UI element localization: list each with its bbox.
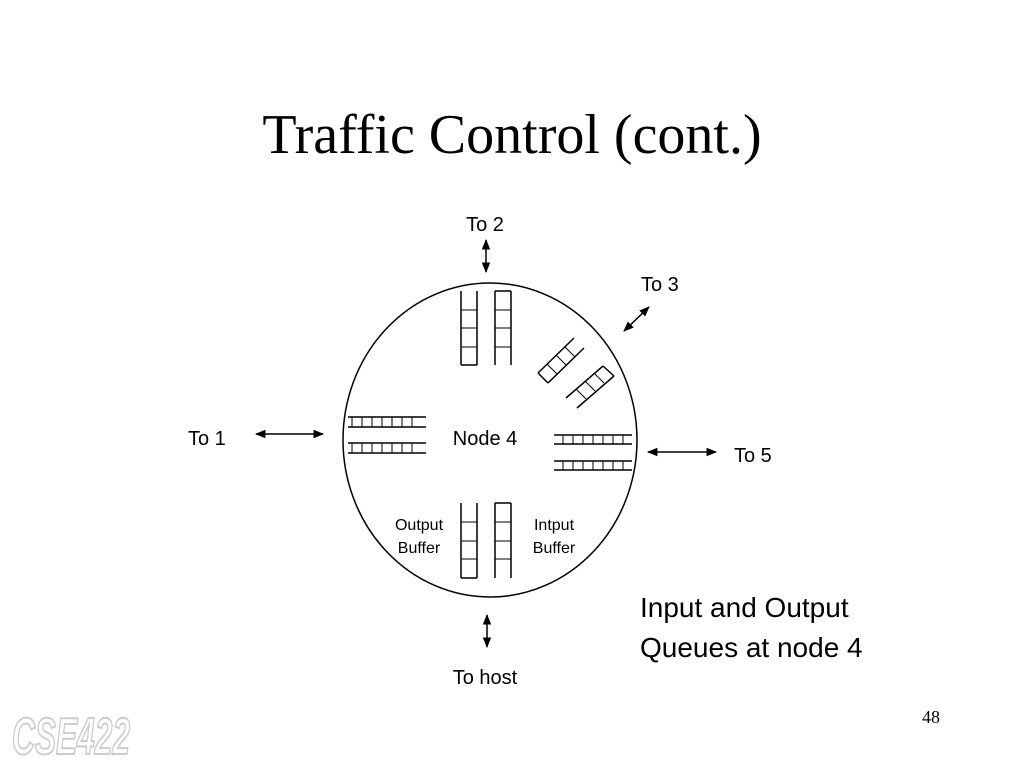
queue-left-input (348, 442, 426, 454)
queue-right-input (554, 460, 632, 471)
input-buffer-label-line1: Intput (534, 517, 575, 534)
output-buffer-label-line2: Buffer (398, 540, 441, 557)
slide-title: Traffic Control (cont.) (262, 104, 762, 166)
node-label: Node 4 (453, 428, 518, 450)
queue-bottom-input (494, 502, 512, 578)
queue-bottom-output (460, 503, 478, 579)
label-to-2: To 2 (466, 214, 504, 236)
caption-line-2: Queues at node 4 (640, 632, 863, 663)
node-circle (342, 282, 638, 598)
queue-left-output (348, 416, 426, 428)
queue-diagonal-input (565, 365, 615, 409)
course-logo-text: CSE422 (12, 708, 130, 762)
queue-right-output (554, 434, 632, 445)
label-to-5: To 5 (734, 445, 772, 467)
page-number: 48 (922, 707, 940, 727)
label-to-3: To 3 (641, 274, 679, 296)
caption-line-1: Input and Output (640, 592, 849, 623)
label-to-1: To 1 (188, 428, 226, 450)
queue-diagonal-output (537, 337, 585, 384)
input-buffer-label-line2: Buffer (533, 540, 576, 557)
label-to-host: To host (453, 667, 518, 689)
queue-top-input (494, 290, 512, 365)
course-logo: CSE422 (11, 707, 131, 762)
queue-top-output (460, 291, 478, 366)
link-arrow-to-3 (623, 306, 650, 332)
caption: Input and Output Queues at node 4 (640, 588, 863, 668)
output-buffer-label-line1: Output (395, 517, 444, 534)
